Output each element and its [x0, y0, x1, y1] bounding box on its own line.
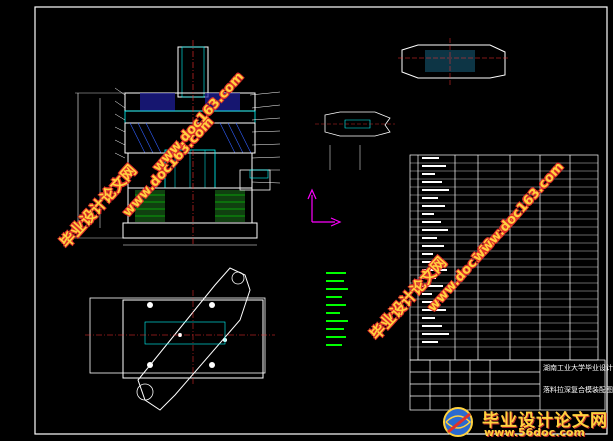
part-top-view	[398, 38, 510, 85]
bom-row-text	[422, 173, 435, 175]
bom-row-text	[422, 277, 436, 279]
logo-name: 毕业设计论文网	[482, 411, 608, 431]
title-block-line-1: 湖南工业大学毕业设计	[543, 364, 613, 372]
bom-row-text	[422, 165, 446, 167]
bom-row-text	[422, 237, 437, 239]
assembly-section-view	[75, 40, 281, 246]
title-block	[409, 359, 606, 411]
bom-row-text	[422, 245, 444, 247]
bom-row-text	[422, 205, 445, 207]
bom-row-text	[422, 197, 438, 199]
logo-globe-icon	[443, 407, 473, 437]
bom-row-text	[422, 341, 438, 343]
title-block-line-2: 落料拉深复合模装配图	[543, 386, 613, 394]
bom-row-text	[422, 333, 449, 335]
bom-row-text	[422, 261, 440, 263]
bom-row-text	[422, 181, 442, 183]
bom-row-text	[422, 157, 439, 159]
bom-row-text	[422, 269, 447, 271]
technical-notes	[326, 272, 348, 346]
bom-row-text	[422, 317, 435, 319]
logo-url: www.56doc.com	[484, 426, 585, 439]
blank-part-view	[315, 111, 395, 170]
bom-row-text	[422, 301, 439, 303]
bom-table	[409, 154, 599, 361]
bom-row-text	[422, 325, 442, 327]
bom-row-text	[422, 293, 432, 295]
site-logo: 毕业设计论文网 www.56doc.com	[438, 403, 613, 441]
bom-row-text	[422, 221, 441, 223]
drawing-frame	[34, 6, 608, 435]
bom-row-text	[422, 309, 446, 311]
plan-view	[85, 267, 275, 411]
bom-row-text	[422, 253, 433, 255]
bom-row-text	[422, 189, 449, 191]
bom-rows	[410, 157, 598, 348]
bom-row-text	[422, 285, 443, 287]
ucs-axis-icon	[307, 188, 342, 227]
bom-row-text	[422, 229, 448, 231]
bom-row-text	[422, 213, 434, 215]
